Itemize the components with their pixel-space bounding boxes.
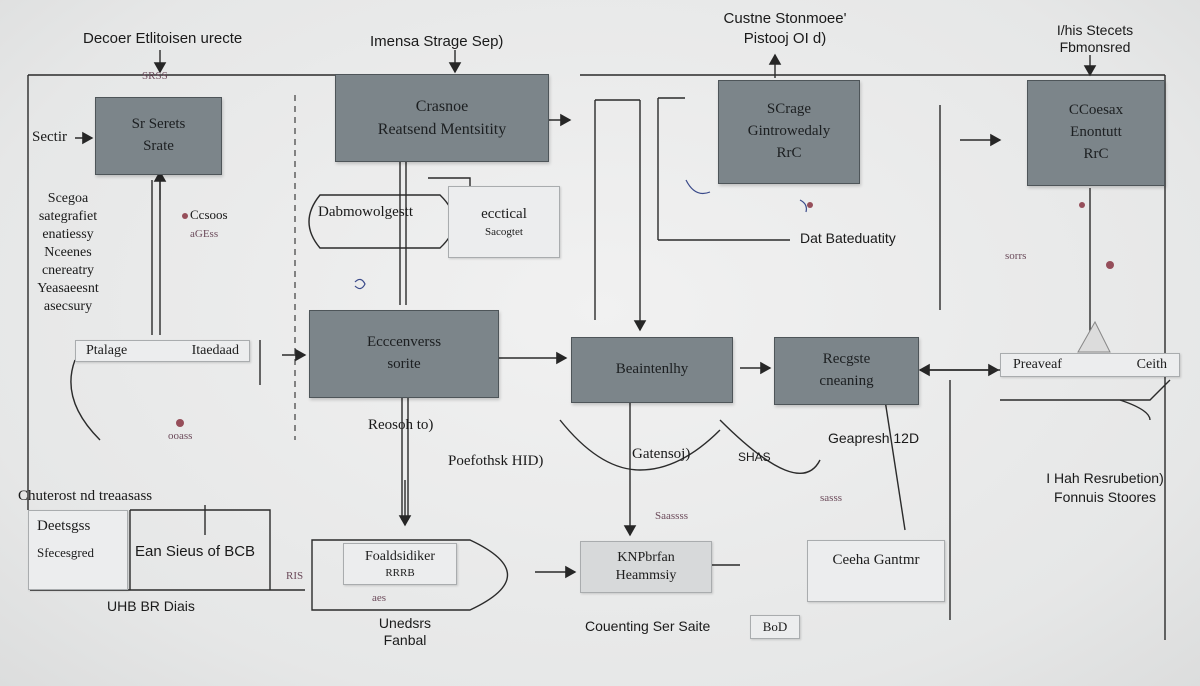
card-foundation[interactable]: Foaldsidiker RRRB: [343, 543, 457, 585]
left-block-line-1: Scegoa: [47, 191, 89, 206]
box-reasoned-line-2: Reatsend Mentsitity: [377, 121, 507, 138]
label-bottom-left-header: Chuterost nd treaasass: [18, 488, 153, 504]
label-top-far-right: I/his Stecets: [1056, 22, 1134, 38]
left-block-line-6: Yeasaeesnt: [37, 281, 99, 296]
card-create[interactable]: Ceeha Gantmr: [807, 540, 945, 602]
label-top-right-mid: Custne Stonmoee': [723, 10, 847, 27]
card-preview-right: Ceith: [1136, 356, 1167, 372]
box-storage[interactable]: SCrage Gintrowedaly RrC: [718, 80, 860, 184]
box-reasoned-line-1: Crasnoe: [415, 97, 469, 115]
box-concepts-line-2: Enontutt: [1070, 124, 1122, 141]
label-center-lower-sub: Poefothsk HID): [448, 453, 544, 469]
card-pill-line-2: Sacogtet: [485, 225, 523, 238]
box-request[interactable]: Recgste cneaning: [774, 337, 919, 405]
left-block-line-2: sategrafiet: [38, 209, 98, 224]
card-pill[interactable]: ecctical Sacogtet: [448, 186, 560, 258]
left-block-line-3: enatiessy: [42, 227, 94, 242]
left-block-line-5: cnereatry: [41, 263, 95, 278]
label-top-left-tiny: SRSS: [142, 70, 168, 82]
left-block-line-7: asecsury: [43, 299, 93, 314]
box-sw-store-line-1: Sr Serets: [131, 116, 186, 133]
label-right-pink: sorrs: [1005, 250, 1027, 262]
box-concepts[interactable]: CCoesax Enontutt RrC: [1027, 80, 1165, 186]
label-data-bateduatity: Dat Bateduatity: [800, 230, 896, 246]
card-kit-line-2: Heammsiy: [615, 568, 677, 583]
card-preview[interactable]: Preaveaf Ceith: [1000, 353, 1180, 377]
label-bottom-left-main: Ean Sieus of BCB: [135, 543, 256, 560]
label-small-tag-a: SHAS: [738, 450, 771, 464]
box-ecosystem-line-1: Ecccenverss: [366, 334, 442, 351]
card-bottom-left-sub: Sfecesgred: [37, 544, 95, 560]
card-create-text: Ceeha Gantmr: [832, 552, 920, 568]
label-center-mid: Gatensoj): [632, 446, 691, 462]
box-concepts-line-1: CCoesax: [1068, 102, 1124, 119]
box-storage-line-1: SCrage: [766, 101, 812, 118]
label-bottom-mid-foot: Couenting Ser Saite: [585, 618, 711, 634]
label-top-far-right-sub: Fbmonsred: [1059, 39, 1131, 55]
box-ecosystem[interactable]: Ecccenverss sorite: [309, 310, 499, 398]
box-storage-line-3: RrC: [776, 144, 802, 161]
card-preview-left: Preaveaf: [1013, 356, 1062, 372]
label-top-left: Decoer Etlitoisen urecte: [83, 30, 243, 47]
box-storage-line-2: Gintrowedaly: [747, 123, 831, 140]
label-bottom-center-under: Unedsrs: [378, 615, 432, 631]
card-kit[interactable]: KNPbrfan Heammsiy: [580, 541, 712, 593]
box-request-line-2: cneaning: [819, 373, 874, 389]
label-left-small-bottom: ooass: [168, 430, 193, 442]
card-stage-right: Itaedaad: [191, 342, 239, 358]
box-sw-store-line-2: Srate: [143, 138, 174, 154]
label-center-mid-small: Saassss: [655, 510, 689, 522]
label-sectir: Sectir: [32, 129, 67, 145]
label-center-lower: Reosoh to): [368, 417, 434, 433]
pill-left-label[interactable]: Dabmowolgestt: [318, 204, 413, 220]
tag-bottom-mid-text: BoD: [762, 618, 788, 634]
box-ecosystem-line-2: sorite: [387, 356, 421, 372]
label-right-lower-sub: Fonnuis Stoores: [1054, 489, 1156, 505]
box-readiness-line-1: Beaintenlhy: [615, 361, 689, 378]
card-kit-line-1: KNPbrfan: [617, 549, 675, 565]
label-top-center: Imensa Strage Sep): [370, 33, 504, 50]
label-small-tag-b: RIS: [286, 570, 304, 582]
label-bottom-left-foot: UHB BR Diais: [107, 598, 195, 614]
card-foundation-line-1: Foaldsidiker: [365, 548, 435, 564]
label-right-lower: I Hah Resrubetion): [1046, 470, 1164, 486]
label-top-right-mid-sub: Pistooj OI d): [743, 30, 827, 47]
box-sw-store[interactable]: Sr Serets Srate: [95, 97, 222, 175]
box-reasoned[interactable]: Crasnoe Reatsend Mentsitity: [335, 74, 549, 162]
preview-triangle-marker: [1077, 320, 1111, 353]
box-readiness[interactable]: Beaintenlhy: [571, 337, 733, 403]
box-concepts-line-3: RrC: [1083, 145, 1109, 162]
card-bottom-left-title: Deetsgss: [37, 518, 91, 534]
card-stage[interactable]: Ptalage Itaedaad: [75, 340, 250, 362]
card-foundation-line-2: RRRB: [385, 566, 415, 579]
label-bottom-center-under-sub: Fanbal: [383, 632, 427, 648]
label-small-tag-c: aes: [372, 592, 387, 604]
box-request-line-1: Recgste: [822, 351, 871, 368]
card-stage-left: Ptalage: [86, 342, 128, 358]
label-right-mid: Geapresh 12D: [828, 430, 920, 446]
card-pill-line-1: ecctical: [481, 206, 527, 223]
label-left-pink-small: aGEss: [190, 228, 219, 240]
label-tiny-mid: sasss: [820, 492, 843, 504]
card-bottom-left[interactable]: Deetsgss Sfecesgred: [28, 510, 128, 590]
left-block-text: Scegoa sategrafiet enatiessy Nceenes cne…: [28, 190, 108, 316]
label-left-pink: Ccsoos: [190, 207, 228, 222]
left-block-line-4: Nceenes: [44, 245, 92, 260]
tag-bottom-mid[interactable]: BoD: [750, 615, 800, 639]
